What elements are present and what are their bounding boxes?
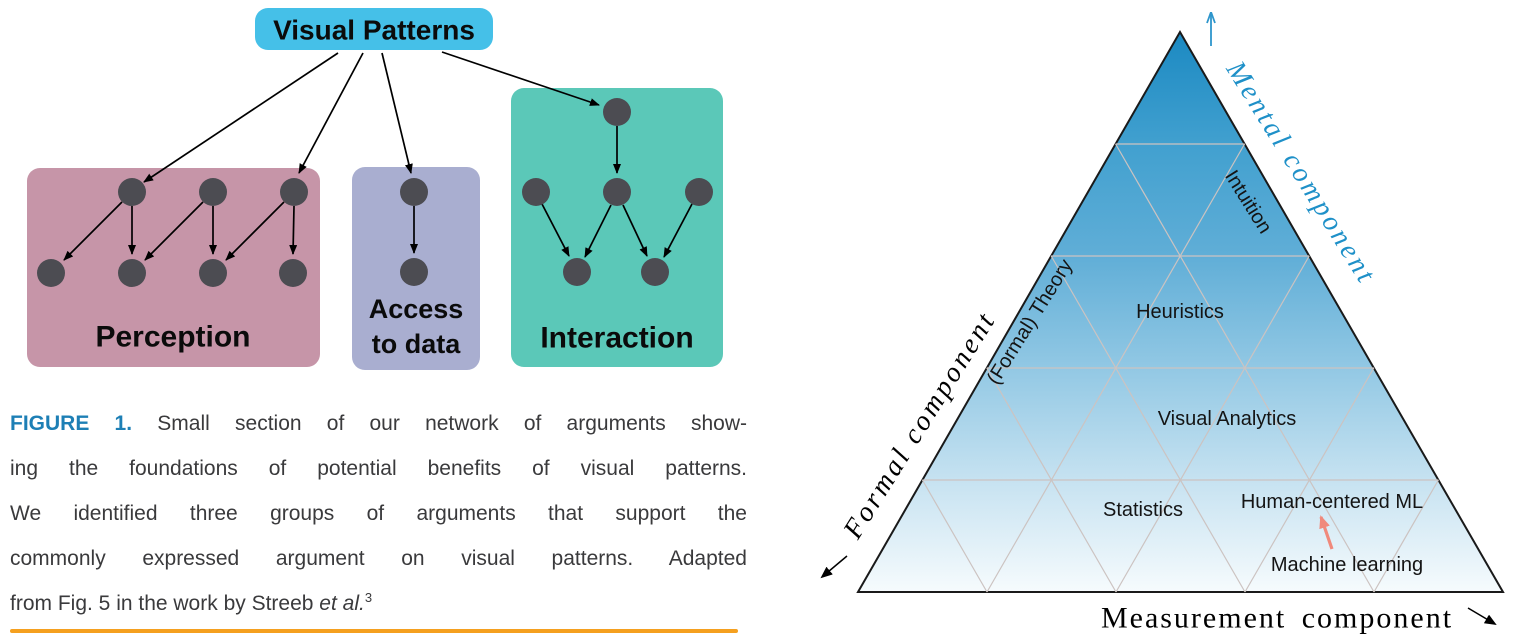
- grid-line: [921, 479, 988, 593]
- edge-arrow: [541, 203, 570, 257]
- grid-line: [1373, 479, 1439, 593]
- graph-node: [37, 259, 65, 287]
- visual-patterns-label: Visual Patterns: [273, 15, 475, 46]
- visual-patterns-box: [255, 8, 493, 50]
- formal-axis-arrow-icon: [820, 555, 848, 579]
- access-label-line1: Access: [369, 294, 464, 324]
- edge-arrow: [622, 204, 648, 257]
- interaction-label: Interaction: [540, 322, 693, 355]
- region-label-visual-analytics: Visual Analytics: [1158, 408, 1297, 430]
- graph-node: [199, 178, 227, 206]
- edge-arrow: [63, 201, 123, 261]
- caption-text: Small section of our network of argument…: [157, 412, 747, 435]
- region-label-statistics: Statistics: [1103, 499, 1183, 521]
- ternary-diagram: Intuition (Formal) Theory Heuristics Vis…: [820, 0, 1505, 635]
- grid-line: [986, 143, 1246, 593]
- graph-node: [279, 259, 307, 287]
- caption-line: from Fig. 5 in the work by Streeb et al.…: [10, 581, 747, 626]
- citation-superscript: 3: [364, 590, 373, 605]
- caption-et-al: et al.: [319, 592, 365, 615]
- edge-arrow: [381, 52, 413, 174]
- figure-caption: FIGURE 1. Small section of our network o…: [10, 401, 747, 626]
- edge-arrow: [143, 52, 339, 183]
- graph-node: [118, 178, 146, 206]
- region-label-human-centered-ml: Human-centered ML: [1241, 491, 1423, 513]
- caption-line: ing the foundations of potential benefit…: [10, 457, 747, 480]
- graph-node: [603, 178, 631, 206]
- caption-text: from Fig. 5 in the work by Streeb: [10, 592, 320, 615]
- ternary-grid: [921, 143, 1439, 593]
- group-edges: [63, 126, 693, 261]
- region-label-machine-learning: Machine learning: [1271, 554, 1423, 576]
- grid-line: [1115, 255, 1310, 593]
- graph-node: [603, 98, 631, 126]
- edge-arrow: [225, 201, 285, 261]
- measurement-axis-arrow-icon: [1467, 607, 1497, 626]
- root-edges: [143, 51, 600, 183]
- caption-line: FIGURE 1. Small section of our network o…: [10, 401, 747, 446]
- graph-node: [685, 178, 713, 206]
- edge-arrow: [441, 51, 600, 106]
- edge-arrow: [144, 201, 204, 261]
- graph-node: [199, 259, 227, 287]
- grid-line: [1050, 255, 1246, 593]
- edge-arrow: [663, 203, 693, 258]
- section-divider-rule: [10, 629, 738, 633]
- figure-number-label: FIGURE 1.: [10, 412, 133, 435]
- graph-node: [280, 178, 308, 206]
- graph-node: [522, 178, 550, 206]
- graph-node: [641, 258, 669, 286]
- graph-node: [400, 178, 428, 206]
- graph-node: [400, 258, 428, 286]
- region-label-heuristics: Heuristics: [1136, 301, 1224, 323]
- graph-node: [118, 259, 146, 287]
- perception-box: [27, 168, 320, 367]
- edge-arrow: [289, 205, 298, 255]
- edge-arrow: [298, 52, 364, 174]
- axis-label-measurement-component: Measurement component: [1101, 602, 1453, 635]
- ternary-triangle: [856, 29, 1505, 593]
- interaction-box: [511, 88, 723, 367]
- access-label-line2: to data: [372, 329, 461, 359]
- graph-nodes: [37, 98, 713, 287]
- grid-line: [1244, 367, 1375, 593]
- caption-line: We identified three groups of arguments …: [10, 502, 747, 525]
- edge-arrow: [584, 204, 612, 258]
- graph-node: [563, 258, 591, 286]
- caption-line: commonly expressed argument on visual pa…: [10, 547, 747, 570]
- perception-label: Perception: [95, 321, 250, 354]
- ml-to-hcml-arrow: [1319, 515, 1334, 550]
- argument-network-figure: Visual Patterns: [27, 8, 723, 370]
